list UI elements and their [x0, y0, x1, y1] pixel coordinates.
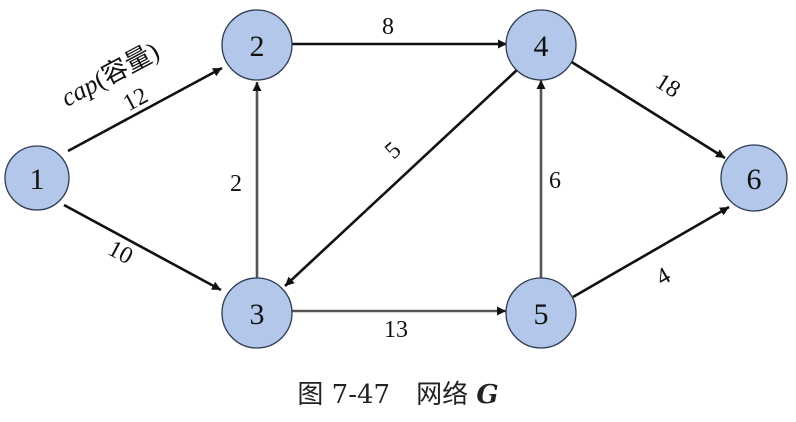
edge-1-3: [63, 203, 222, 292]
figure-caption: 图 7-47 网络 G: [0, 374, 796, 411]
node-label-3: 3: [250, 298, 265, 331]
node-label-5: 5: [534, 298, 549, 331]
capacity-label-3-2: 2: [230, 171, 242, 197]
capacity-note: (容量): [89, 37, 164, 95]
node-1: 1: [4, 145, 70, 211]
node-label-4: 4: [534, 30, 549, 63]
node-label-2: 2: [250, 30, 265, 63]
edge-1-2: [67, 66, 223, 153]
capacity-label-4-3: 5: [380, 137, 406, 164]
edge-4-3: [284, 68, 519, 287]
node-4: 4: [505, 9, 577, 81]
capacity-label-2-4: 8: [382, 14, 394, 40]
node-label-1: 1: [30, 163, 45, 196]
node-label-6: 6: [747, 163, 762, 196]
capacity-label-3-5: 13: [384, 317, 408, 343]
node-5: 5: [505, 277, 577, 349]
edge-4-6: [569, 59, 726, 160]
node-6: 6: [720, 144, 788, 212]
figure-number: 图 7-47: [297, 380, 391, 410]
network-diagram: 12 10 2 8 5 13 6 18 4 cap(容量) 1 2 3 4 5 …: [4, 9, 788, 349]
figure-symbol: G: [476, 380, 499, 410]
capacity-label-1-2: 12: [119, 83, 152, 117]
capacity-label-5-6: 4: [652, 263, 675, 292]
node-3: 3: [221, 277, 293, 349]
capacity-label-4-6: 18: [651, 69, 685, 104]
figure-title: 网络: [416, 380, 469, 410]
capacity-label-5-4: 6: [549, 168, 561, 194]
node-2: 2: [221, 9, 293, 81]
edge-5-6: [572, 205, 730, 299]
